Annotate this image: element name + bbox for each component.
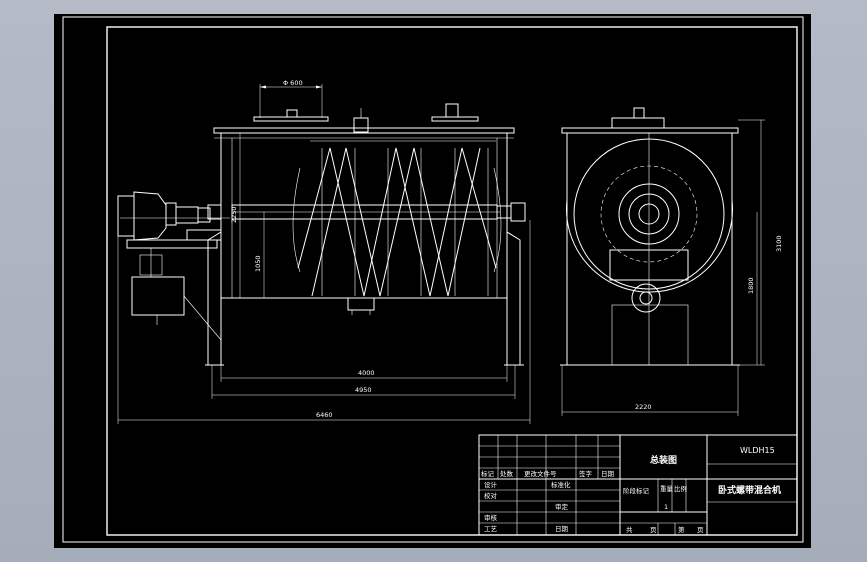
dim-inlet-diameter: Φ 600 — [283, 79, 303, 87]
label-page-unit2: 页 — [697, 526, 704, 534]
inner-frame — [106, 26, 798, 536]
rev-header-count: 处数 — [500, 469, 514, 478]
label-scale: 比例 — [674, 484, 687, 493]
scale-value: 1 — [664, 503, 668, 511]
rev-header-doc: 更改文件号 — [524, 469, 557, 478]
dim-overall-height: 3100 — [775, 235, 783, 252]
rev-header-mark: 标记 — [481, 469, 495, 478]
label-approve: 审定 — [555, 502, 569, 511]
dim-shaft-height: 1050 — [254, 255, 262, 272]
dim-side-shaft-height: 1800 — [747, 277, 755, 294]
label-review: 审核 — [484, 513, 498, 522]
rev-header-date: 日期 — [601, 470, 615, 478]
dim-frame-length: 4950 — [355, 386, 372, 394]
label-weight: 重量 — [660, 485, 674, 493]
model-number: WLDH15 — [740, 446, 775, 455]
dim-overall-length: 6460 — [316, 411, 333, 419]
title-block: 标记 处数 更改文件号 签字 日期 设计 校对 审核 工艺 标准化 审定 日期 … — [478, 434, 798, 536]
dim-overall-width: 2220 — [635, 403, 652, 411]
label-total: 共 — [626, 525, 633, 534]
label-page: 第 — [678, 525, 685, 534]
label-process: 工艺 — [484, 525, 498, 533]
label-standardization: 标准化 — [551, 480, 571, 489]
rev-header-sign: 签字 — [579, 469, 593, 478]
product-name: 卧式螺带混合机 — [718, 484, 781, 496]
label-date: 日期 — [555, 525, 569, 533]
dim-trough-length: 4000 — [358, 369, 375, 377]
outer-border — [62, 16, 804, 543]
front-view: Φ 600 — [117, 79, 531, 424]
label-design: 设计 — [484, 480, 498, 489]
drawing-sheet — [54, 14, 811, 548]
drawing-name: 总装图 — [650, 454, 677, 466]
dim-height-front: 2250 — [230, 206, 238, 223]
label-stage: 阶段标记 — [623, 486, 650, 495]
label-page-unit: 页 — [650, 526, 657, 534]
side-view: 3100 1800 2220 — [560, 107, 783, 416]
label-check: 校对 — [484, 491, 498, 500]
